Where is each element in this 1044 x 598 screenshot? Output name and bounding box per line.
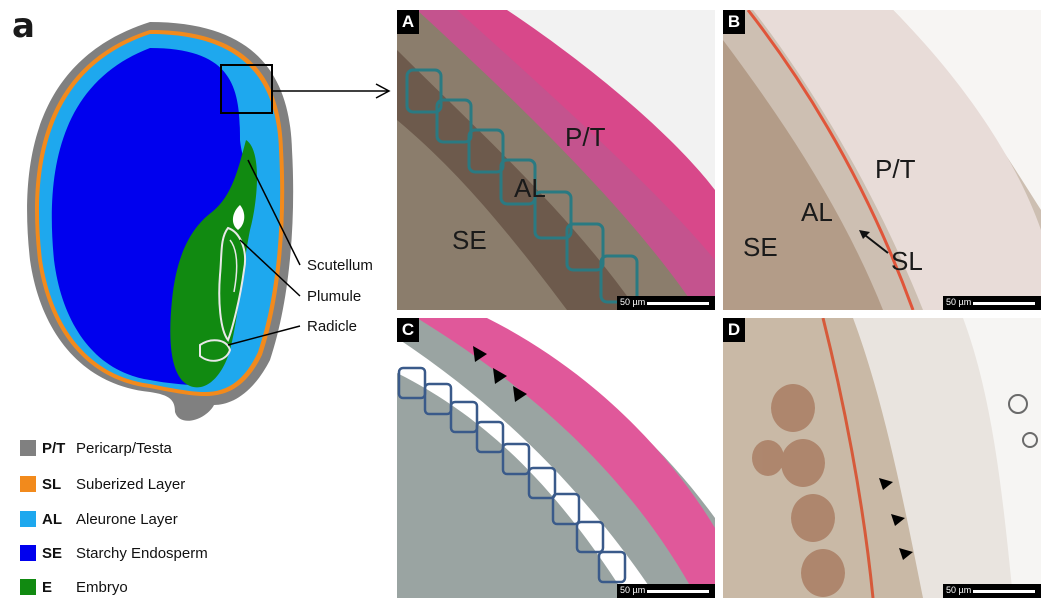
legend-label: Suberized Layer bbox=[76, 476, 185, 493]
panel-tag: A bbox=[397, 10, 419, 34]
legend-label: Embryo bbox=[76, 579, 128, 596]
panel-tag: C bbox=[397, 318, 419, 342]
scale-bar: 50 µm bbox=[617, 296, 715, 310]
callout-plumule: Plumule bbox=[307, 288, 361, 305]
micrograph-panel-c: C 50 µm bbox=[397, 318, 715, 598]
legend-abbr: SL bbox=[42, 476, 76, 493]
label-endosperm: SE bbox=[452, 225, 487, 256]
seed-diagram bbox=[0, 0, 395, 430]
scale-bar: 50 µm bbox=[943, 296, 1041, 310]
micrograph-panel-b: B P/T AL SE SL 50 µm bbox=[723, 10, 1041, 310]
legend-swatch bbox=[20, 545, 36, 561]
panel-tag: D bbox=[723, 318, 745, 342]
legend-label: Starchy Endosperm bbox=[76, 545, 208, 562]
label-aleurone: AL bbox=[514, 173, 546, 204]
legend-item-suberized: SL Suberized Layer bbox=[20, 474, 185, 494]
scale-label: 50 µm bbox=[620, 297, 645, 307]
callout-radicle: Radicle bbox=[307, 318, 357, 335]
legend-abbr: E bbox=[42, 579, 76, 596]
scale-label: 50 µm bbox=[946, 297, 971, 307]
legend-label: Pericarp/Testa bbox=[76, 440, 172, 457]
legend-item-embryo: E Embryo bbox=[20, 577, 128, 597]
legend-abbr: P/T bbox=[42, 440, 76, 457]
scale-bar: 50 µm bbox=[617, 584, 715, 598]
legend-abbr: AL bbox=[42, 511, 76, 528]
legend-swatch bbox=[20, 476, 36, 492]
legend-item-pericarp: P/T Pericarp/Testa bbox=[20, 438, 172, 458]
sl-pointer-arrow bbox=[723, 10, 1041, 310]
legend-swatch bbox=[20, 511, 36, 527]
callout-scutellum: Scutellum bbox=[307, 257, 373, 274]
micrograph-panel-a: A P/T AL SE 50 µm bbox=[397, 10, 715, 310]
legend-abbr: SE bbox=[42, 545, 76, 562]
micrograph-panel-d: D 50 µm bbox=[723, 318, 1041, 598]
legend-label: Aleurone Layer bbox=[76, 511, 178, 528]
scale-label: 50 µm bbox=[620, 585, 645, 595]
legend-swatch bbox=[20, 440, 36, 456]
legend-item-aleurone: AL Aleurone Layer bbox=[20, 509, 178, 529]
label-pericarp: P/T bbox=[565, 122, 605, 153]
legend-swatch bbox=[20, 579, 36, 595]
scale-label: 50 µm bbox=[946, 585, 971, 595]
scale-bar: 50 µm bbox=[943, 584, 1041, 598]
legend-item-endosperm: SE Starchy Endosperm bbox=[20, 543, 208, 563]
